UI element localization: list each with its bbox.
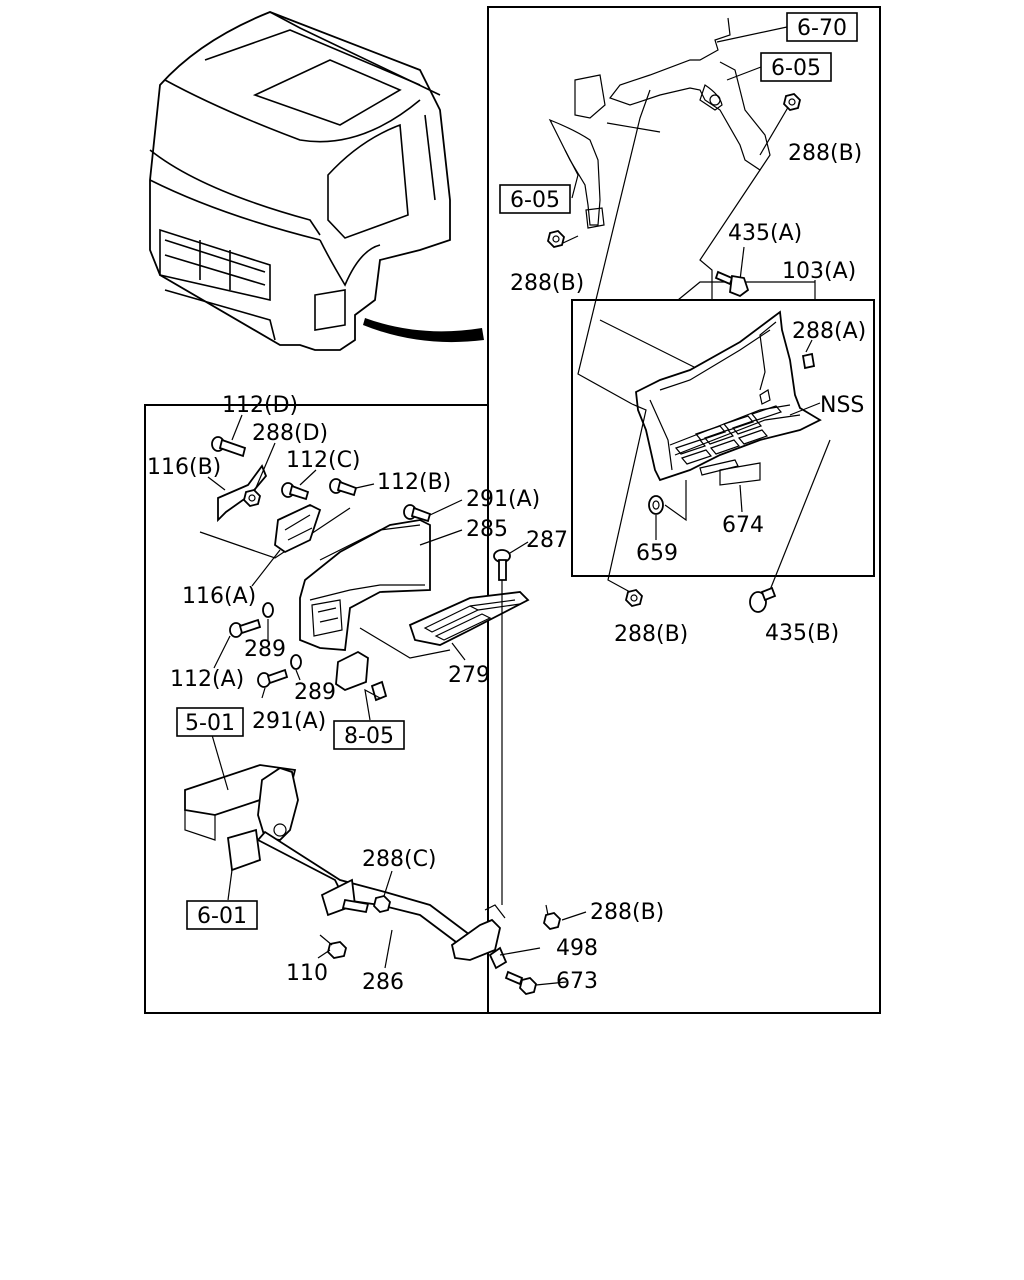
nut-288b-lower [543,912,561,930]
nut-288c [373,895,391,913]
nss-detail-frame [571,299,875,577]
svg-text:6-70: 6-70 [797,16,847,41]
label-112c: 112(C) [286,448,361,473]
bolt-435a [714,270,750,298]
label-287: 287 [526,528,568,553]
step-bracket-assembly [199,464,530,702]
washer-659 [648,495,664,515]
label-116b: 116(B) [147,455,221,480]
label-673: 673 [556,969,598,994]
ref-box-6-70: 6-70 [786,12,858,42]
svg-text:6-01: 6-01 [197,904,247,929]
label-288b-lower: 288(B) [590,900,664,925]
svg-text:6-05: 6-05 [771,56,821,81]
ref-box-8-05: 8-05 [333,720,405,750]
label-289-upper: 289 [244,637,286,662]
ref-box-6-01: 6-01 [186,900,258,930]
label-112d: 112(D) [222,393,298,418]
label-279: 279 [448,663,490,688]
label-288b-top: 288(B) [788,141,862,166]
label-nss: NSS [820,393,864,418]
nut-288b-right [625,589,643,607]
label-288b-left: 288(B) [510,271,584,296]
label-288b-right: 288(B) [614,622,688,647]
ref-box-6-05-top: 6-05 [760,52,832,82]
label-116a: 116(A) [182,584,256,609]
label-291a-lower: 291(A) [252,709,326,734]
washer-289-lower [290,654,302,670]
bolt-291a-top [403,504,432,523]
label-103a: 103(A) [782,259,856,284]
ref-box-6-05-left: 6-05 [499,184,571,214]
leader-lines-main [207,414,587,986]
svg-text:6-05: 6-05 [510,188,560,213]
label-498: 498 [556,936,598,961]
main-frame [144,404,880,1014]
frame-rail-and-support-arm [184,764,508,970]
nss-step-assembly [635,310,822,482]
label-435a: 435(A) [728,221,802,246]
bolt-435b [749,586,777,613]
reflector-674 [719,462,761,486]
label-112b: 112(B) [377,470,451,495]
nut-288b-top [783,93,801,111]
label-291a-top: 291(A) [466,487,540,512]
svg-text:8-05: 8-05 [344,724,394,749]
nut-288b-left [547,230,565,248]
svg-text:5-01: 5-01 [185,711,235,736]
bolt-112b [329,478,358,497]
washer-289-upper [262,602,274,618]
bolt-673 [504,970,537,995]
truck-cab-illustration [149,11,484,351]
nut-288d [243,489,261,507]
ref-box-5-01: 5-01 [176,707,244,737]
bolt-287 [493,549,511,581]
label-285: 285 [466,517,508,542]
bolt-112a [229,618,262,638]
bolt-112d [211,436,247,458]
label-112a: 112(A) [170,667,244,692]
label-674: 674 [722,513,764,538]
upper-bracket-assembly [548,17,771,229]
label-289-lower: 289 [294,680,336,705]
label-286: 286 [362,970,404,995]
label-435b: 435(B) [765,621,839,646]
label-288c: 288(C) [362,847,437,872]
bolt-291a-lower [257,668,289,688]
label-659: 659 [636,541,678,566]
bolt-112c [281,482,310,501]
label-288d: 288(D) [252,421,328,446]
label-110: 110 [286,961,328,986]
label-288a: 288(A) [792,319,866,344]
